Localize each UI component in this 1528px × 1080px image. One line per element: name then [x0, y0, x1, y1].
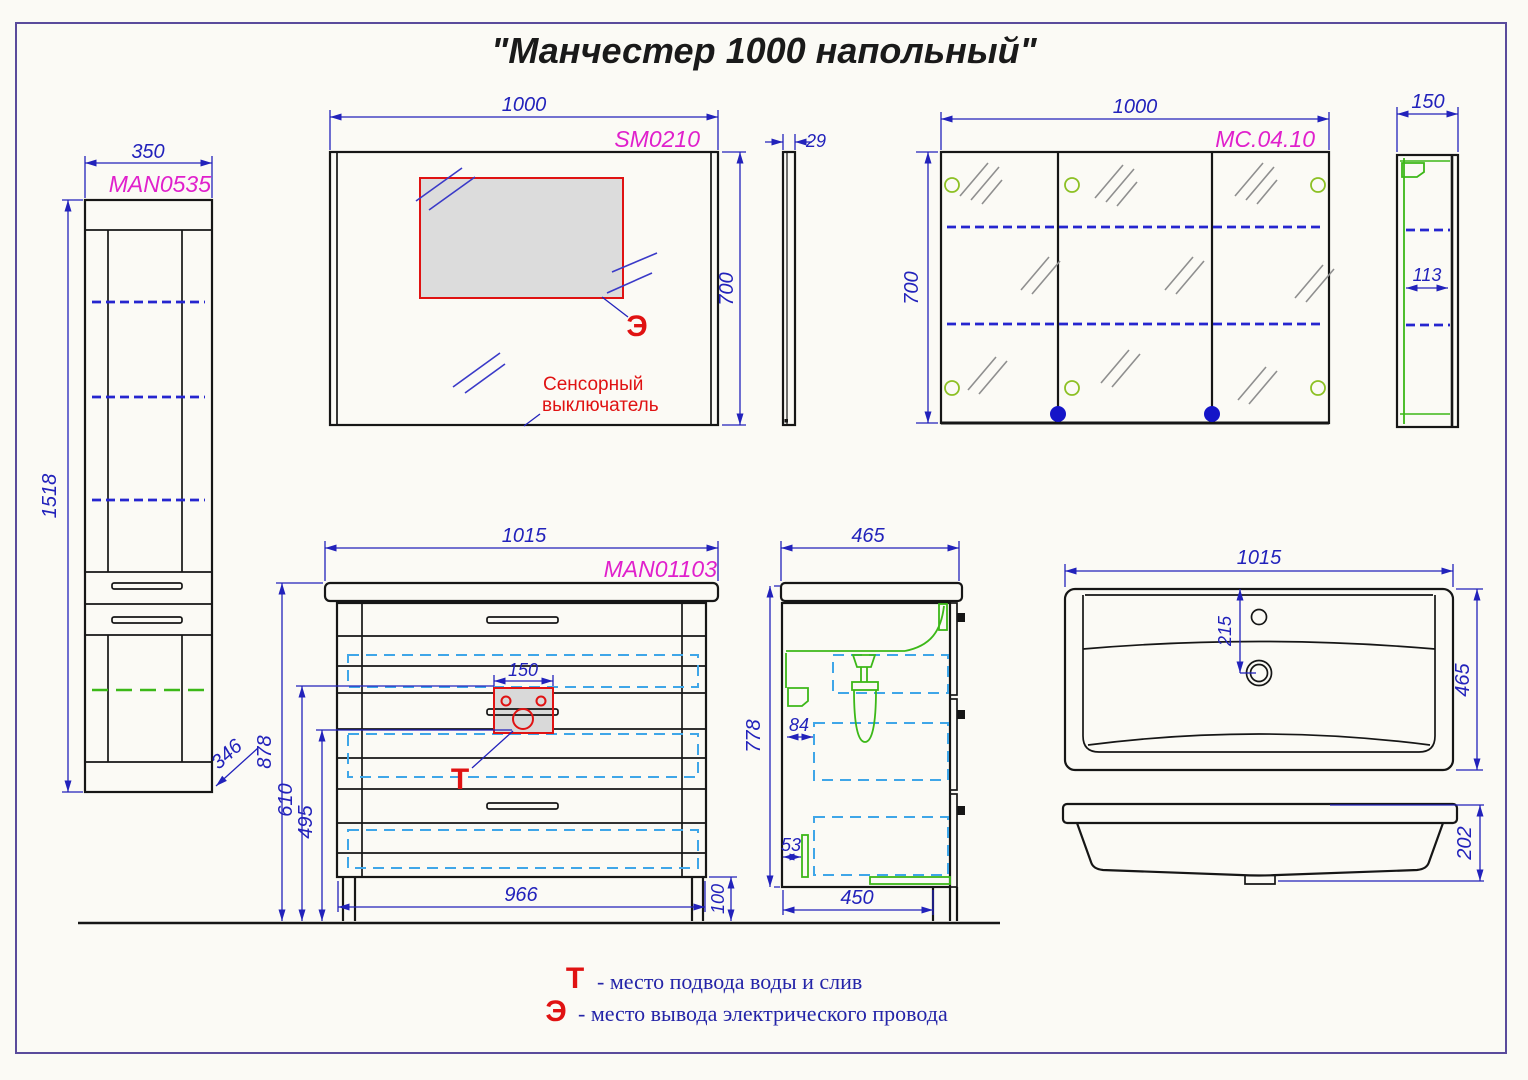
part-code-vanity: MAN01103 [604, 556, 718, 582]
dim-mirror-width: 1000 [502, 94, 547, 116]
mirror-cabinet-side-view: 150 113 [1395, 91, 1460, 429]
plumbing-siphon [785, 603, 951, 885]
legend-electric-symbol: Э [545, 995, 566, 1028]
legend-electric-text: - место вывода электрического провода [578, 1001, 948, 1026]
countertop [323, 581, 720, 603]
dim-vanity-mid-height: 495 [295, 804, 317, 838]
dim-vanity-supply-height: 610 [275, 783, 297, 816]
dim-tall-cabinet-height: 1518 [39, 474, 61, 519]
handle-side [957, 806, 965, 815]
plumbing-cutout-fill [494, 688, 553, 733]
dim-vanity-base-width: 966 [504, 884, 538, 906]
vanity-body [335, 601, 708, 879]
dim-cutout-width: 150 [508, 660, 538, 680]
faucet-hole [1250, 608, 1268, 626]
mirror-door-hatch [959, 162, 1335, 405]
glass-hatch [415, 167, 658, 394]
vanity-side-view: 465 [743, 525, 965, 921]
legend: Т - место подвода воды и слив Э - место … [545, 962, 948, 1028]
dim-tall-cabinet-depth: 346 [207, 735, 247, 774]
handle-side [957, 613, 965, 622]
vanity-legs [341, 877, 705, 921]
drawer-handle [486, 616, 559, 624]
dim-mirror-cabinet-height: 700 [901, 271, 923, 304]
drawing-title: "Манчестер 1000 напольный" [491, 30, 1037, 71]
sink-top-view: 1015 215 465 [1063, 547, 1483, 772]
part-code-tall-cabinet: MAN0535 [109, 171, 211, 197]
water-mark: Т [451, 763, 469, 796]
handle-side [957, 710, 965, 719]
dim-mirror-thickness: 29 [805, 131, 826, 151]
legend-water-symbol: Т [566, 962, 584, 995]
dim-sink-width: 1015 [1237, 547, 1282, 569]
drawer-handle [111, 616, 183, 624]
sheet-frame [15, 22, 1507, 1054]
sink-drain-stub [1244, 875, 1276, 885]
switch-note-line1: Сенсорный [543, 374, 643, 395]
dim-side-wall-offset: 84 [789, 715, 809, 735]
dim-sink-drain-offset: 215 [1215, 615, 1235, 647]
drawer-fronts-side [949, 602, 958, 888]
dim-vanity-height: 878 [254, 735, 276, 768]
drawer-handle [486, 802, 559, 810]
dim-side-drain-offset: 53 [781, 835, 801, 855]
dim-side-body-height: 778 [743, 719, 765, 752]
carcass-green [1400, 158, 1450, 424]
part-code-mirror-cabinet: МС.04.10 [1215, 126, 1315, 152]
dim-sink-depth: 465 [1452, 662, 1474, 696]
vanity-side-leg [931, 887, 959, 921]
mirror-view: 1000 SM0210 Э Сенсорный выключатель 700 [328, 94, 746, 427]
part-code-mirror: SM0210 [614, 126, 700, 152]
dim-vanity-top-width: 1015 [502, 525, 547, 547]
mirror-cabinet-view: 1000 МС.04.10 [901, 96, 1335, 425]
mirror-side-view: 29 [765, 131, 826, 427]
sink-side-view: 202 [1061, 802, 1484, 885]
hinge-marks [944, 177, 1326, 396]
dim-vanity-side-depth: 465 [851, 525, 885, 547]
vanity-front-view: 1015 MAN01103 150 Т [254, 525, 737, 921]
legend-water-text: - место подвода воды и слив [597, 969, 862, 994]
door-knob [1050, 406, 1066, 422]
tall-cabinet-view: 350 MAN0535 1518 346 [39, 141, 259, 794]
dim-mirror-height: 700 [716, 272, 738, 305]
dim-mc-side-depth: 150 [1411, 91, 1444, 113]
dim-mirror-cabinet-width: 1000 [1113, 96, 1158, 118]
drawer-handle [111, 582, 183, 590]
door-knob [1204, 406, 1220, 422]
electric-mark: Э [626, 310, 647, 343]
dim-mc-side-inner-depth: 113 [1413, 265, 1442, 285]
plumbing-cutout [493, 687, 554, 734]
dim-sink-height: 202 [1454, 826, 1476, 860]
dim-side-base-depth: 450 [840, 887, 873, 909]
dim-tall-cabinet-width: 350 [131, 141, 164, 163]
backlight-zone [419, 177, 624, 299]
switch-note-line2: выключатель [542, 395, 659, 416]
dim-vanity-leg-height: 100 [708, 884, 728, 914]
